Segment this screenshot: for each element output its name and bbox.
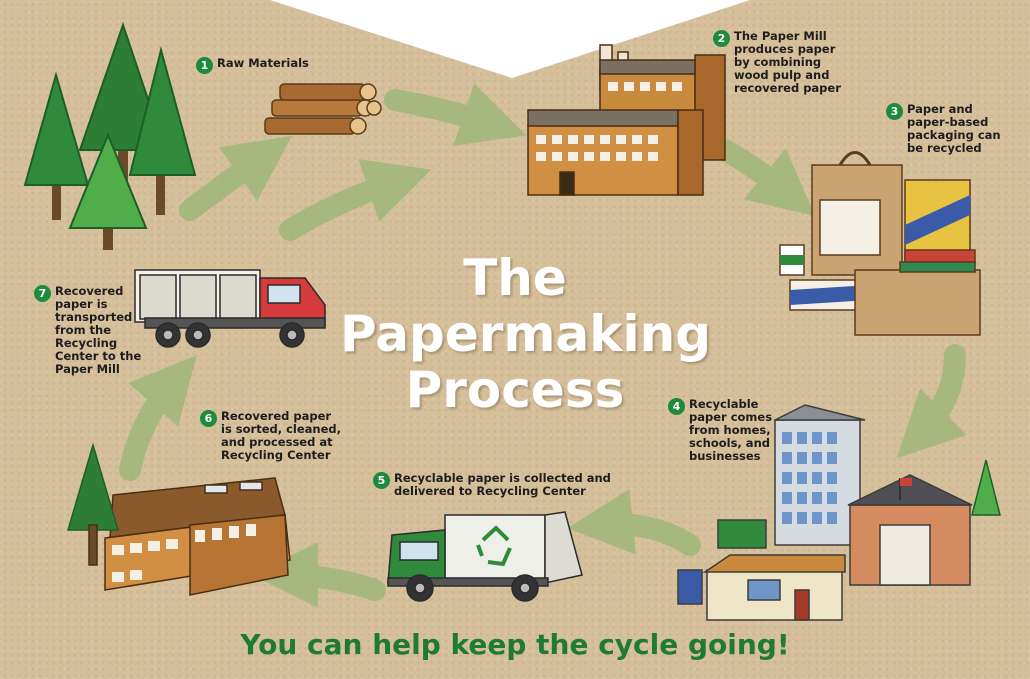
step-3-line: packaging can	[907, 128, 1001, 142]
step-4-line: from homes,	[689, 423, 771, 437]
step-3-line: paper-based	[907, 115, 989, 129]
recycle-symbol-icon	[476, 525, 512, 567]
step-4-line: Recyclable	[689, 397, 759, 411]
step-6-line: is sorted, cleaned,	[221, 422, 342, 436]
delivery-truck-icon	[134, 269, 326, 348]
packaging-icon	[779, 151, 981, 336]
step-4-number: 4	[668, 398, 685, 415]
arrow-1-to-2	[384, 83, 527, 146]
logs-icon	[264, 83, 382, 135]
step-4-line: paper comes	[689, 410, 773, 424]
step-4-line: schools, and	[689, 436, 770, 450]
step-7-line: Paper Mill	[55, 362, 120, 376]
step-1: 1 Raw Materials	[196, 57, 309, 74]
step-2-line: by combining	[734, 55, 822, 69]
step-7-line: Recycling	[55, 336, 118, 350]
step-6-line: and processed at	[221, 435, 333, 449]
step-7-line: from the	[55, 323, 112, 337]
step-3-number: 3	[886, 103, 903, 120]
diagram-title: The Papermaking Process	[340, 249, 712, 419]
step-7-line: Center to the	[55, 349, 142, 363]
step-1-number: 1	[196, 57, 213, 74]
step-2-line: The Paper Mill	[734, 29, 827, 43]
step-2-line: wood pulp and	[734, 68, 830, 82]
title-line-2: Papermaking	[340, 305, 712, 363]
step-3-line: be recycled	[907, 141, 982, 155]
step-5-number: 5	[373, 472, 390, 489]
buildings-icon	[677, 404, 1001, 621]
title-line-3: Process	[405, 361, 625, 419]
step-2-line: produces paper	[734, 42, 836, 56]
step-2-line: recovered paper	[734, 81, 841, 95]
step-7-number: 7	[34, 285, 51, 302]
trees-icon	[23, 21, 197, 250]
flow-arrows	[119, 83, 967, 609]
arrow-7-to-2	[279, 159, 432, 241]
garbage-truck-icon	[387, 511, 583, 602]
step-5-line: Recyclable paper is collected and	[394, 471, 611, 485]
title-line-1: The	[463, 249, 567, 307]
arrow-trees-to-logs	[179, 135, 292, 221]
step-6-line: Recycling Center	[221, 448, 331, 462]
arrow-5-to-6	[252, 542, 386, 609]
tagline: You can help keep the cycle going!	[240, 628, 790, 661]
step-4-line: businesses	[689, 449, 761, 463]
paper-mill-icon	[527, 44, 726, 196]
arrow-3-to-4	[896, 344, 967, 459]
step-7-line: paper is	[55, 297, 108, 311]
arrow-2-to-3	[714, 139, 816, 217]
step-6-number: 6	[200, 410, 217, 427]
arrow-4-to-5	[567, 488, 701, 556]
step-3-line: Paper and	[907, 102, 973, 116]
recycling-center-icon	[66, 442, 291, 596]
step-6-line: Recovered paper	[221, 409, 332, 423]
arrow-6-to-7	[119, 355, 197, 481]
step-7-line: transported	[55, 310, 133, 324]
step-5-line: delivered to Recycling Center	[394, 484, 586, 498]
step-1-text: Raw Materials	[217, 56, 309, 70]
step-7-line: Recovered	[55, 284, 124, 298]
step-2-number: 2	[713, 30, 730, 47]
